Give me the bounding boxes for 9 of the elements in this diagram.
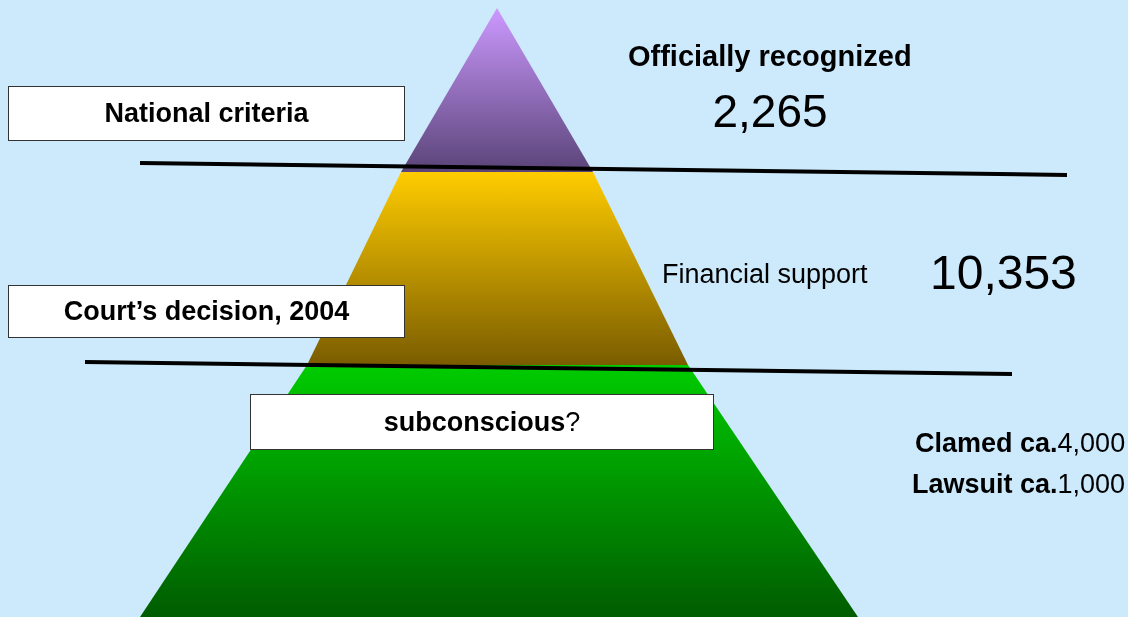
count-value: 2,265 xyxy=(712,84,828,138)
label-box: Court’s decision, 2004 xyxy=(8,285,405,338)
label-box: National criteria xyxy=(8,86,405,141)
count-value: 10,353 xyxy=(930,245,1077,300)
label-box: subconscious? xyxy=(250,394,714,450)
count-text: Lawsuit ca.1,000 xyxy=(912,469,1126,500)
count-text: Clamed ca.4,000 xyxy=(915,428,1126,459)
heading-text: Officially recognized xyxy=(628,40,912,73)
category-text: Financial support xyxy=(662,259,868,290)
